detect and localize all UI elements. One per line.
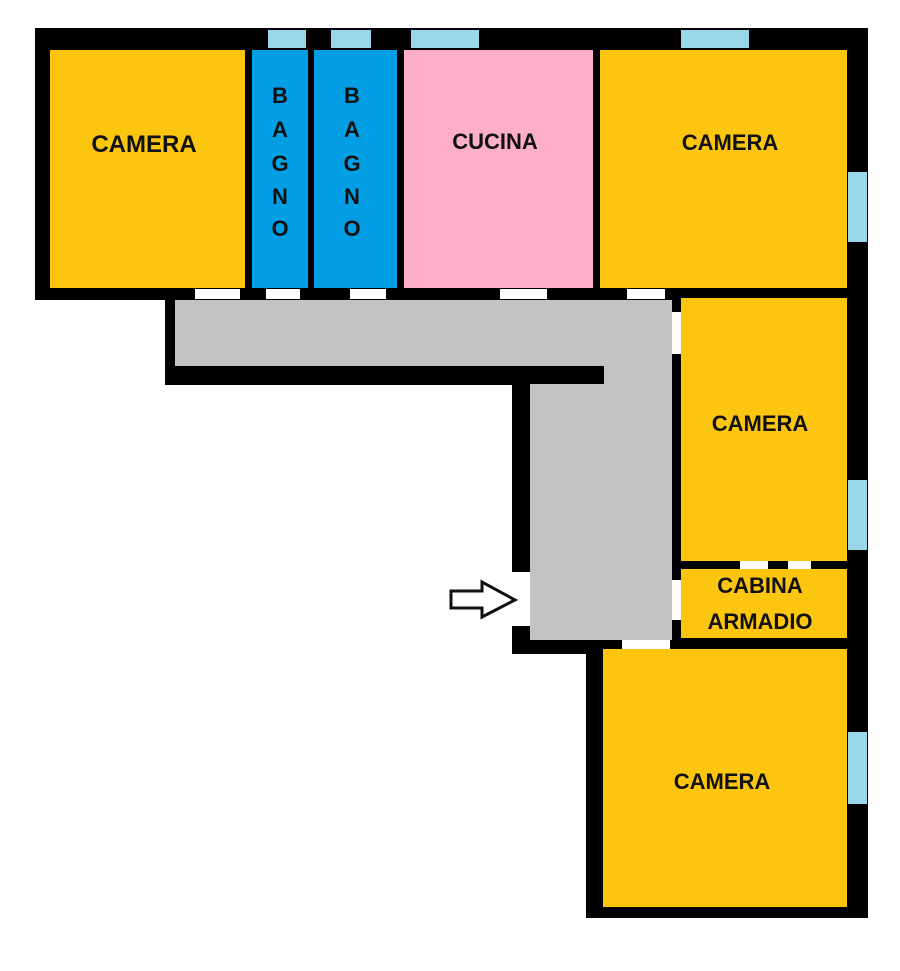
window <box>848 480 867 550</box>
label-bagno-2-letter: O <box>343 216 360 241</box>
door-opening <box>622 640 670 649</box>
label-bagno-1-letter: G <box>271 151 288 176</box>
room-corridor <box>175 300 672 640</box>
window <box>331 30 371 48</box>
room-bagno-2 <box>314 50 397 288</box>
entrance-opening <box>512 572 530 626</box>
label-cucina: CUCINA <box>452 129 538 154</box>
doors <box>195 289 811 649</box>
label-bagno-2-letter: A <box>344 117 360 142</box>
door-opening <box>672 580 681 620</box>
room-camera-bottom-right <box>603 649 847 907</box>
room-camera-middle-right <box>681 298 847 561</box>
label-camera-top-right: CAMERA <box>682 130 779 155</box>
arrow-right-icon <box>449 579 519 620</box>
rooms <box>50 50 847 907</box>
label-bagno-1-letter: A <box>272 117 288 142</box>
label-cabina-armadio-line-2: ARMADIO <box>707 609 812 634</box>
door-opening <box>627 289 665 299</box>
label-cabina-armadio-line-1: CABINA <box>717 573 803 598</box>
door-opening <box>788 561 811 569</box>
window <box>848 732 867 804</box>
label-camera-bottom-right: CAMERA <box>674 769 771 794</box>
door-opening <box>195 289 240 299</box>
door-opening <box>500 289 547 299</box>
room-bagno-1 <box>252 50 308 288</box>
room-camera-top-left <box>50 50 245 288</box>
door-opening <box>740 561 768 569</box>
room-labels: CAMERA B A G N O B A G N O CUCINA CAMERA… <box>91 83 812 794</box>
windows <box>268 30 867 804</box>
room-cucina <box>404 50 593 288</box>
door-opening <box>266 289 300 299</box>
label-bagno-2-letter: B <box>344 83 360 108</box>
room-cabina-armadio <box>681 569 847 638</box>
room-camera-top-right <box>600 50 847 288</box>
label-camera-top-left: CAMERA <box>91 131 196 158</box>
door-opening <box>672 312 681 354</box>
label-camera-middle-right: CAMERA <box>712 411 809 436</box>
window <box>681 30 749 48</box>
label-bagno-2-letter: G <box>343 151 360 176</box>
window <box>848 172 867 242</box>
label-bagno-1-letter: O <box>271 216 288 241</box>
label-bagno-1-letter: N <box>272 184 288 209</box>
window <box>411 30 479 48</box>
label-bagno-2-letter: N <box>344 184 360 209</box>
window <box>268 30 306 48</box>
label-bagno-1-letter: B <box>272 83 288 108</box>
door-opening <box>350 289 386 299</box>
